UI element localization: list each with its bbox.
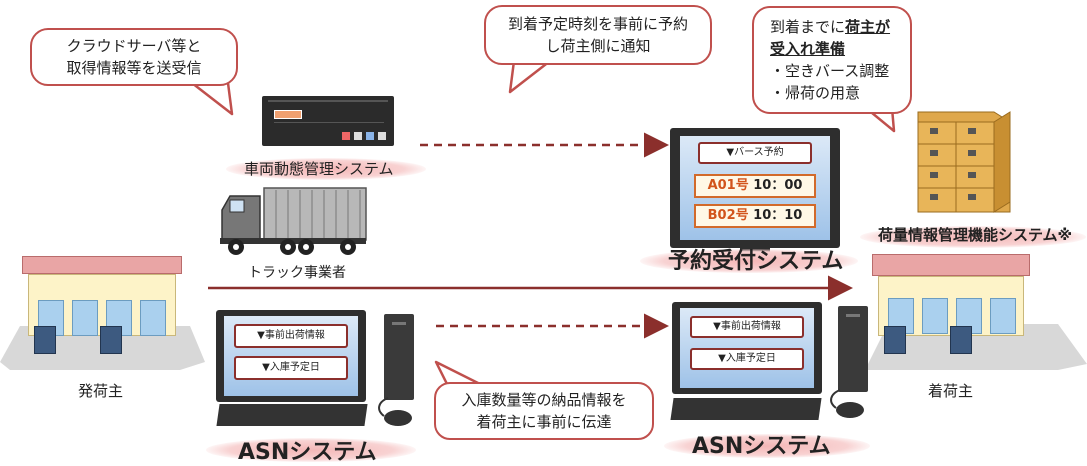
bubble-receiving-preparation: 到着までに荷主が 受入れ準備 ・空きバース調整 ・帰荷の用意 xyxy=(752,6,912,114)
asn-left-monitor: ▼事前出荷情報 ▼入庫予定日 xyxy=(216,310,366,402)
cargo-crate xyxy=(884,326,906,354)
bubble-emphasis: 荷主が xyxy=(845,18,891,36)
bubble-line: 受入れ準備 xyxy=(770,38,910,60)
cargo-info-system-label: 荷量情報管理機能システム※ xyxy=(878,226,1073,244)
warehouse-window xyxy=(990,298,1016,334)
reservation-screen: ▼バース予約 A01号 10：00 B02号 10：10 xyxy=(680,136,830,240)
warehouse-window xyxy=(72,300,98,336)
reservation-system-label: 予約受付システム xyxy=(668,249,844,274)
reservation-slot: A01号 10：00 xyxy=(694,174,816,198)
bubble-asn-delivery-info: 入庫数量等の納品情報を 着荷主に事前に伝達 xyxy=(434,382,654,440)
bubble-line: 到着予定時刻を事前に予約 xyxy=(507,15,688,33)
bubble-line: クラウドサーバ等と xyxy=(66,37,202,55)
bubble-line: し荷主側に通知 xyxy=(545,37,651,55)
asn-right-screen: ▼事前出荷情報 ▼入庫予定日 xyxy=(680,308,814,388)
slot-code: A01号 xyxy=(707,178,749,193)
cargo-crate xyxy=(100,326,122,354)
asn-arrival-date-item: ▼入庫予定日 xyxy=(234,356,348,380)
server-unit-icon xyxy=(262,96,394,146)
cargo-crate xyxy=(950,326,972,354)
berth-reservation-header: ▼バース予約 xyxy=(698,142,812,164)
pc-tower xyxy=(384,314,414,400)
asn-shipping-info-item: ▼事前出荷情報 xyxy=(234,324,348,348)
bubble-line: 到着までに荷主が xyxy=(770,16,910,38)
bubble-cloud-communication: クラウドサーバ等と 取得情報等を送受信 xyxy=(30,28,238,86)
truck-icon xyxy=(220,187,367,255)
slot-code: B02号 xyxy=(707,208,749,223)
pc-tower xyxy=(838,306,868,392)
trucking-company-label: トラック事業者 xyxy=(248,265,346,281)
shipper-label: 発荷主 xyxy=(78,382,124,400)
slot-time: 10：00 xyxy=(753,178,803,193)
asn-left-screen: ▼事前出荷情報 ▼入庫予定日 xyxy=(224,316,358,396)
warehouse-window xyxy=(140,300,166,336)
mouse-icon xyxy=(830,389,864,418)
bubble-list-item: ・帰荷の用意 xyxy=(770,84,861,102)
asn-system-left-label: ASNシステム xyxy=(238,440,377,465)
asn-system-right-label: ASNシステム xyxy=(692,434,831,459)
bubble-line: 着荷主に事前に伝達 xyxy=(476,413,612,431)
warehouse-roof xyxy=(872,254,1030,276)
cargo-crate xyxy=(34,326,56,354)
bubble-list-item: ・空きバース調整 xyxy=(770,62,890,80)
warehouse-roof xyxy=(22,256,182,274)
mouse-icon xyxy=(378,397,412,426)
bubble-arrival-notification: 到着予定時刻を事前に予約 し荷主側に通知 xyxy=(484,5,712,65)
slot-time: 10：10 xyxy=(753,208,803,223)
asn-shipping-info-item: ▼事前出荷情報 xyxy=(690,316,804,338)
bubble-line: 入庫数量等の納品情報を xyxy=(461,391,627,409)
consignee-label: 着荷主 xyxy=(928,382,974,400)
asn-arrival-date-item: ▼入庫予定日 xyxy=(690,348,804,370)
reservation-slot: B02号 10：10 xyxy=(694,204,816,228)
vehicle-tracking-system-label: 車両動態管理システム xyxy=(244,160,394,178)
cargo-boxes-icon xyxy=(917,111,1011,213)
bubble-line: 取得情報等を送受信 xyxy=(66,59,202,77)
bubble-emphasis: 受入れ準備 xyxy=(770,40,846,58)
warehouse-window xyxy=(922,298,948,334)
bubble-text: 到着までに xyxy=(770,18,846,36)
reservation-monitor: ▼バース予約 A01号 10：00 B02号 10：10 xyxy=(670,128,840,248)
asn-right-monitor: ▼事前出荷情報 ▼入庫予定日 xyxy=(672,302,822,394)
